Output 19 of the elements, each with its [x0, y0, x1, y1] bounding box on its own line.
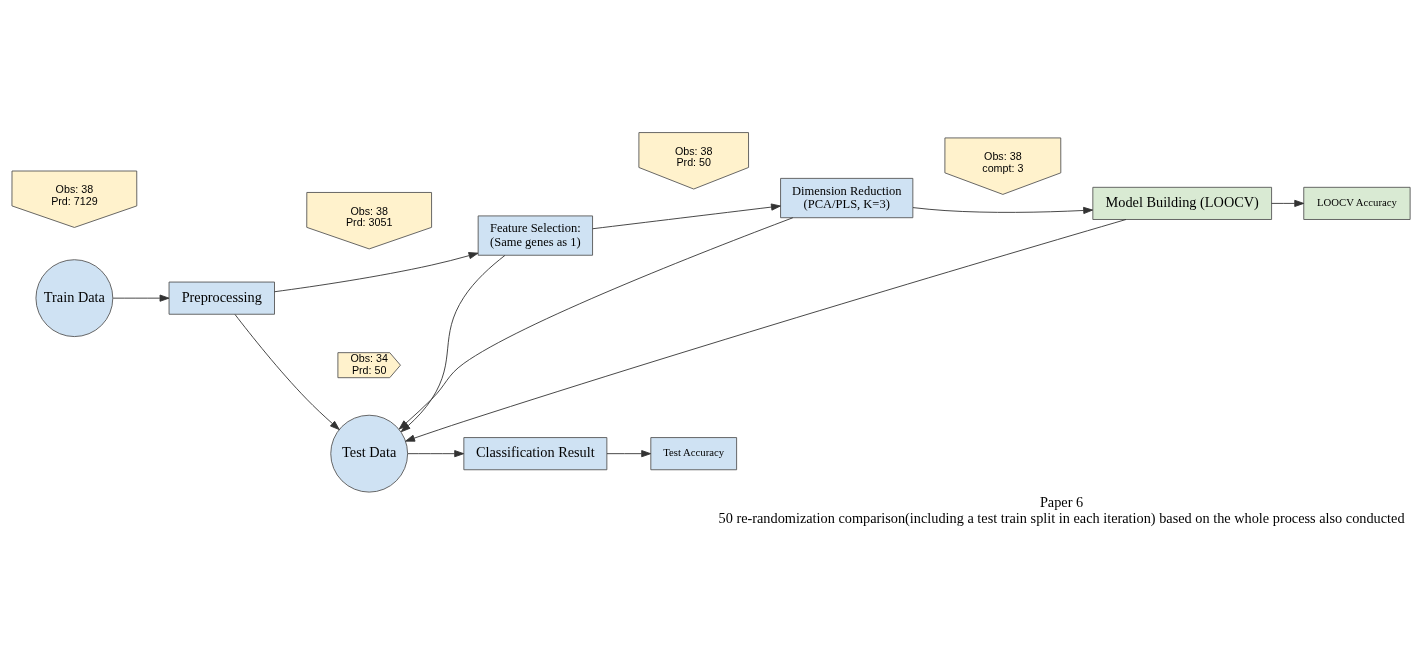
node-box: Preprocessing — [168, 281, 275, 315]
arrow — [407, 449, 465, 457]
arrow — [405, 218, 1127, 442]
node-box: Test Accuracy — [650, 436, 738, 470]
node-box: Feature Selection: (Same genes as 1) — [477, 214, 593, 256]
node-box: Model Building (LOOCV) — [1092, 186, 1273, 220]
diagram-title: Paper 6 — [1039, 493, 1084, 510]
arrow — [274, 251, 479, 292]
arrow — [592, 203, 781, 229]
caption: 50 re-randomization comparison(including a test train split in each iteration) based on the whole process also conducted — [718, 509, 1405, 526]
node-box: Classification Result — [463, 436, 608, 470]
node-circle: Train Data — [35, 258, 114, 337]
node-box: Dimension Reduction (PCA/PLS, K=3) — [780, 177, 914, 218]
node-box: LOOCV Accuracy — [1303, 186, 1411, 220]
arrow — [912, 206, 1094, 214]
arrow — [112, 294, 170, 302]
arrow — [1271, 199, 1305, 207]
arrow — [606, 449, 652, 457]
arrow — [234, 313, 340, 430]
